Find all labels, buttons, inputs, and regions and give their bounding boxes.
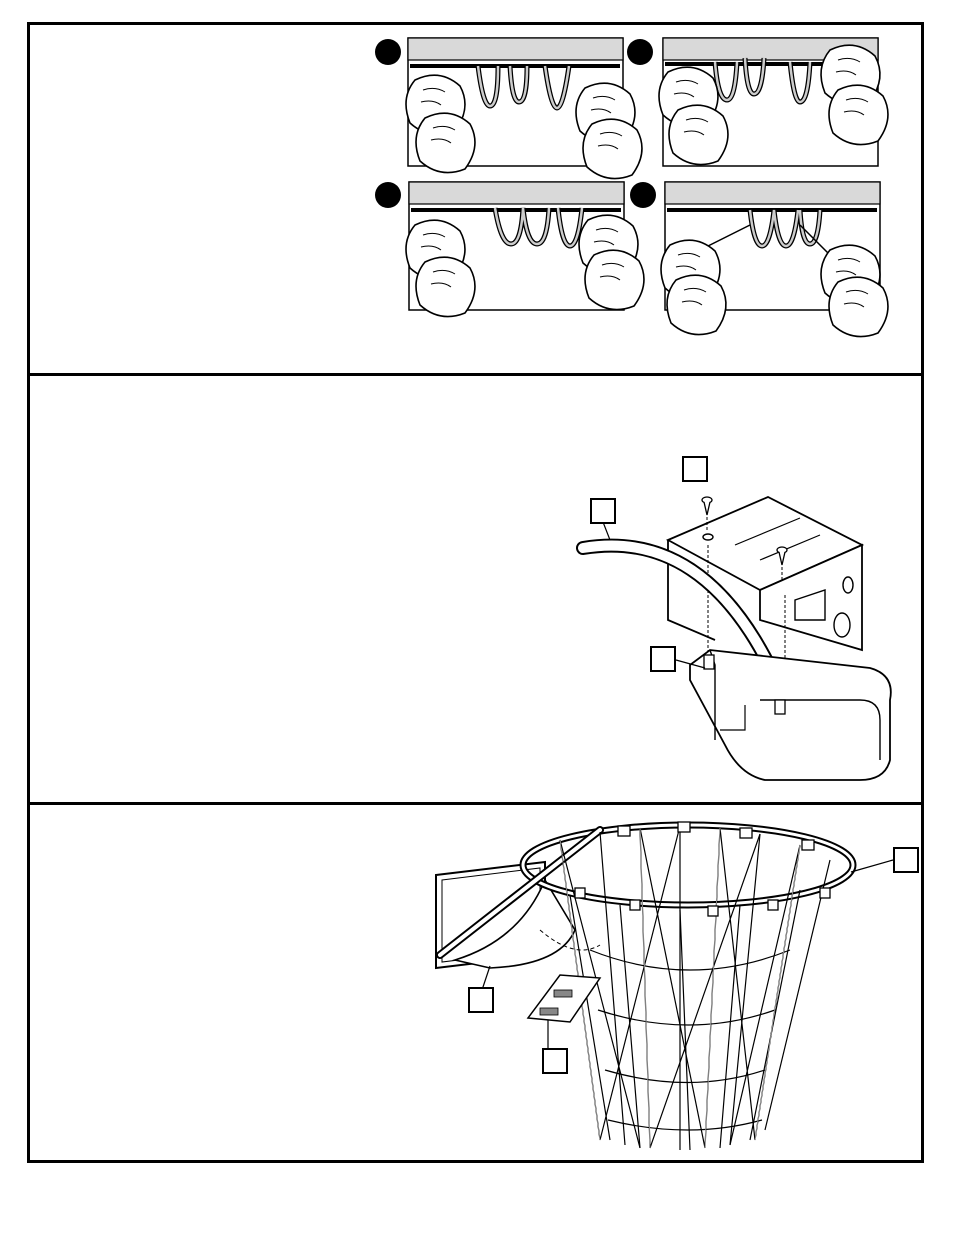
callout-housing-cover — [468, 987, 494, 1013]
step-3-illustration — [375, 182, 644, 317]
rim-bracket-illustration — [583, 497, 891, 780]
callout-housing — [650, 646, 676, 672]
step-1-illustration — [375, 38, 642, 179]
step-marker-3 — [375, 182, 401, 208]
callout-clip-plate — [542, 1048, 568, 1074]
callout-rim — [893, 847, 919, 873]
callout-tube — [590, 498, 616, 524]
step-4-illustration — [630, 182, 888, 337]
step-2-illustration — [627, 38, 888, 166]
finished-rim-illustration — [436, 822, 893, 1150]
step-marker-4 — [630, 182, 656, 208]
step-marker-2 — [627, 39, 653, 65]
callout-screw — [682, 456, 708, 482]
step-marker-1 — [375, 39, 401, 65]
